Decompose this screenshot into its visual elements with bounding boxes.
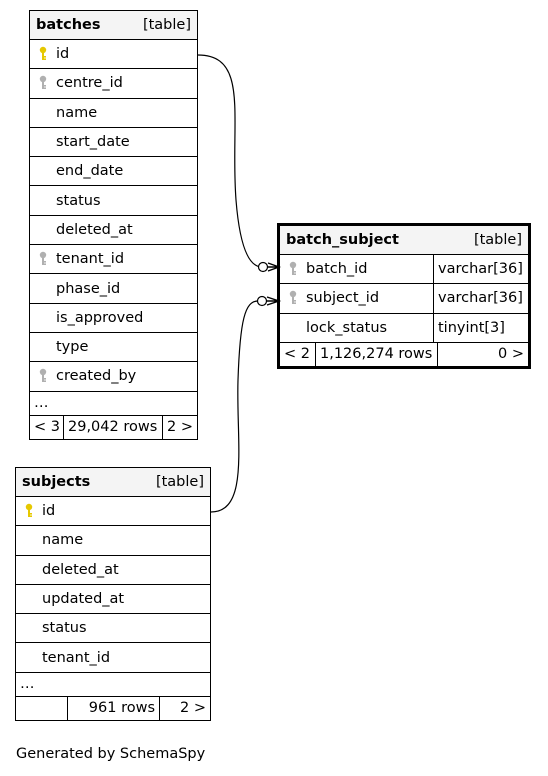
row-count: 1,126,274 rows [316, 342, 438, 366]
column-row-centre-id[interactable]: centre_id [30, 69, 197, 99]
table-header: subjects [table] [16, 468, 210, 497]
relationship-batches-to-batch-subject[interactable] [197, 54, 263, 268]
column-row-name[interactable]: name [30, 99, 197, 128]
column-row-name[interactable]: name [16, 526, 210, 556]
row-count: 29,042 rows [64, 415, 163, 439]
foreign-key-icon [30, 368, 56, 384]
column-name: created_by [56, 368, 137, 385]
column-row-tenant-id[interactable]: tenant_id [16, 643, 210, 673]
column-name: deleted_at [56, 221, 133, 238]
table-footer: < 2 1,126,274 rows 0 > [280, 342, 528, 366]
column-row-deleted-at[interactable]: deleted_at [16, 556, 210, 585]
column-name: status [42, 620, 87, 637]
foreign-key-icon [280, 290, 306, 306]
table-footer: 961 rows 2 > [16, 696, 210, 720]
relationship-subjects-to-batch-subject[interactable] [210, 300, 259, 513]
column-name: subject_id [306, 290, 380, 307]
column-row-created-by[interactable]: created_by [30, 362, 197, 392]
table-header: batch_subject [table] [280, 226, 528, 255]
generated-by-credit: Generated by SchemaSpy [16, 746, 206, 762]
table-name: batch_subject [286, 232, 399, 248]
foreign-key-icon [30, 251, 56, 267]
column-row-is-approved[interactable]: is_approved [30, 304, 197, 333]
column-row-subject-id[interactable]: subject_id varchar[36] [280, 284, 528, 314]
column-row-updated-at[interactable]: updated_at [16, 585, 210, 615]
crow-foot-marker [267, 262, 282, 272]
zero-or-many-marker [257, 261, 269, 273]
table-name: batches [36, 17, 101, 33]
column-name: name [56, 104, 98, 121]
parents-count[interactable] [16, 696, 68, 720]
children-count[interactable]: 0 > [498, 346, 524, 363]
column-name: name [42, 532, 84, 549]
children-count[interactable]: 2 > [167, 419, 193, 436]
column-name: batch_id [306, 261, 368, 278]
foreign-key-icon [30, 75, 56, 91]
column-row-tenant-id[interactable]: tenant_id [30, 245, 197, 275]
column-row-lock-status[interactable]: lock_status tinyint[3] [280, 313, 528, 343]
column-row-phase-id[interactable]: phase_id [30, 274, 197, 304]
column-name: updated_at [42, 591, 125, 608]
column-name: type [56, 339, 89, 356]
column-type: varchar[36] [433, 255, 528, 284]
parents-count[interactable]: < 3 [30, 415, 64, 439]
column-row-start-date[interactable]: start_date [30, 128, 197, 158]
column-name: id [56, 46, 70, 63]
foreign-key-icon [280, 261, 306, 277]
column-name: lock_status [306, 319, 388, 336]
primary-key-icon [16, 503, 42, 519]
column-name: tenant_id [42, 649, 111, 666]
column-type: tinyint[3] [433, 313, 528, 342]
parents-count[interactable]: < 2 [280, 342, 316, 366]
column-row-end-date[interactable]: end_date [30, 157, 197, 187]
column-name: id [42, 503, 56, 520]
table-footer: < 3 29,042 rows 2 > [30, 415, 197, 439]
column-name: phase_id [56, 280, 121, 297]
column-name: end_date [56, 163, 124, 180]
table-header: batches [table] [30, 11, 197, 40]
table-kind: [table] [155, 474, 204, 490]
column-name: is_approved [56, 309, 144, 326]
children-count[interactable]: 2 > [180, 700, 206, 717]
more-columns-ellipsis: … [16, 673, 210, 697]
column-row-status[interactable]: status [30, 186, 197, 216]
column-name: deleted_at [42, 561, 119, 578]
column-name: tenant_id [56, 251, 125, 268]
column-type: varchar[36] [433, 284, 528, 313]
column-row-id[interactable]: id [16, 497, 210, 527]
column-row-status[interactable]: status [16, 614, 210, 644]
column-row-deleted-at[interactable]: deleted_at [30, 216, 197, 246]
column-name: status [56, 192, 101, 209]
table-kind: [table] [142, 17, 191, 33]
column-name: centre_id [56, 75, 123, 92]
crow-foot-marker [266, 296, 282, 306]
column-row-type[interactable]: type [30, 333, 197, 363]
column-name: start_date [56, 134, 130, 151]
primary-key-icon [30, 46, 56, 62]
zero-or-many-marker [256, 295, 268, 307]
row-count: 961 rows [68, 696, 160, 720]
column-row-id[interactable]: id [30, 40, 197, 70]
column-row-batch-id[interactable]: batch_id varchar[36] [280, 255, 528, 285]
table-batch-subject[interactable]: batch_subject [table] batch_id varchar[36… [277, 223, 531, 369]
more-columns-ellipsis: … [30, 392, 197, 416]
table-name: subjects [22, 474, 91, 490]
table-kind: [table] [473, 232, 522, 248]
